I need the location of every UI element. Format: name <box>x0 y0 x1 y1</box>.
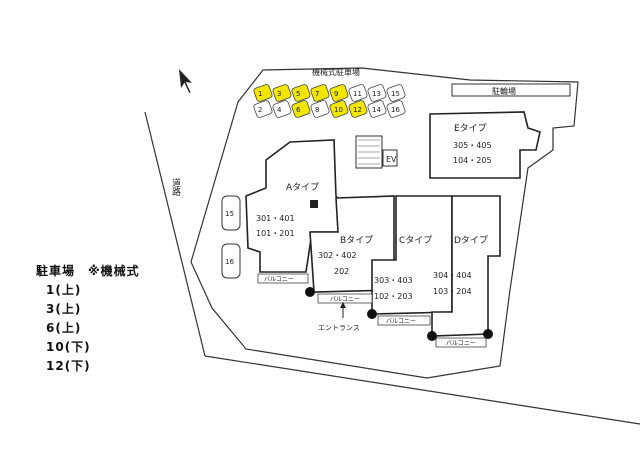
road-label: 道路 <box>170 177 181 197</box>
entrance: エントランス <box>318 302 360 332</box>
parking-slot-number: 9 <box>334 90 338 98</box>
parking-slot-number: 11 <box>353 90 362 98</box>
parking-slot-number: 4 <box>277 106 282 114</box>
bicycle-parking: 駐輪場 <box>451 83 571 97</box>
parking-slot <box>291 100 311 118</box>
unit-e: Eタイプ 305・405 104・205 <box>429 111 541 179</box>
parking-slot-number: 14 <box>372 106 381 114</box>
parking-slot <box>310 100 330 118</box>
svg-text:16: 16 <box>225 258 234 266</box>
parking-slot <box>291 84 311 102</box>
north-arrow-icon <box>178 69 192 94</box>
svg-text:EV: EV <box>386 155 397 164</box>
legend-item: 6(上) <box>46 321 82 335</box>
parking-slot <box>386 100 406 118</box>
svg-text:102・203: 102・203 <box>374 292 413 301</box>
parking-slot-number: 16 <box>391 106 400 114</box>
svg-text:駐輪場: 駐輪場 <box>492 86 516 96</box>
svg-text:304・404: 304・404 <box>433 271 472 280</box>
svg-text:バルコニー: バルコニー <box>264 276 294 283</box>
elevator-core: EV <box>355 135 398 169</box>
parking-slot-number: 1 <box>258 90 262 98</box>
svg-text:303・403: 303・403 <box>374 276 413 285</box>
parking-slot <box>329 84 349 102</box>
parking-slot <box>348 84 368 102</box>
parking-slot <box>367 100 387 118</box>
legend-item: 3(上) <box>46 302 82 316</box>
parking-slot-number: 6 <box>296 106 301 114</box>
parking-slot-number: 8 <box>315 106 319 114</box>
parking-slot-number: 12 <box>353 106 362 114</box>
svg-text:バルコニー: バルコニー <box>386 318 416 325</box>
svg-text:エントランス: エントランス <box>318 324 360 332</box>
parking-slot <box>386 84 406 102</box>
svg-text:103・204: 103・204 <box>433 287 472 296</box>
parking-slot-number: 5 <box>296 90 300 98</box>
svg-text:バルコニー: バルコニー <box>330 296 360 303</box>
legend-title: 駐車場 ※機械式 <box>36 264 140 278</box>
parking-slot <box>310 84 330 102</box>
balconies: バルコニー バルコニー バルコニー バルコニー <box>257 273 487 348</box>
svg-text:Eタイプ: Eタイプ <box>454 123 487 134</box>
parking-legend: 駐車場 ※機械式 1(上) 3(上) 6(上) 10(下) 12(下) <box>36 262 140 374</box>
parking-slot-number: 15 <box>391 90 400 98</box>
svg-text:Bタイプ: Bタイプ <box>340 235 373 246</box>
unit-a: Aタイプ 301・401 101・201 <box>245 139 347 273</box>
svg-text:104・205: 104・205 <box>453 156 492 165</box>
svg-text:バルコニー: バルコニー <box>446 340 476 347</box>
parking-slot-number: 13 <box>372 90 381 98</box>
legend-item: 12(下) <box>46 359 91 373</box>
svg-text:101・201: 101・201 <box>256 229 295 238</box>
svg-text:Aタイプ: Aタイプ <box>286 182 319 193</box>
legend-item: 1(上) <box>46 283 82 297</box>
parking-slot-number: 2 <box>258 106 262 114</box>
parking-slot-number: 7 <box>315 90 319 98</box>
parking-slot-number: 10 <box>334 106 343 114</box>
legend-item: 10(下) <box>46 340 91 354</box>
structural-columns <box>305 287 493 341</box>
parking-slot <box>253 100 273 118</box>
svg-text:15: 15 <box>225 210 234 218</box>
parking-slot <box>329 100 349 118</box>
svg-text:202: 202 <box>334 267 349 276</box>
side-parking: 15 16 <box>221 195 241 279</box>
site-boundary <box>190 67 579 379</box>
mechanical-parking-label: 機械式駐車場 <box>312 67 360 77</box>
svg-text:305・405: 305・405 <box>453 141 492 150</box>
parking-slot <box>253 84 273 102</box>
parking-slot <box>348 100 368 118</box>
parking-slot <box>272 84 292 102</box>
svg-text:302・402: 302・402 <box>318 251 357 260</box>
road: 道路 <box>144 111 640 425</box>
parking-slot <box>367 84 387 102</box>
svg-text:Cタイプ: Cタイプ <box>399 235 432 246</box>
parking-slot <box>272 100 292 118</box>
svg-text:Dタイプ: Dタイプ <box>454 235 488 246</box>
svg-text:301・401: 301・401 <box>256 214 295 223</box>
parking-slot-number: 3 <box>277 90 281 98</box>
